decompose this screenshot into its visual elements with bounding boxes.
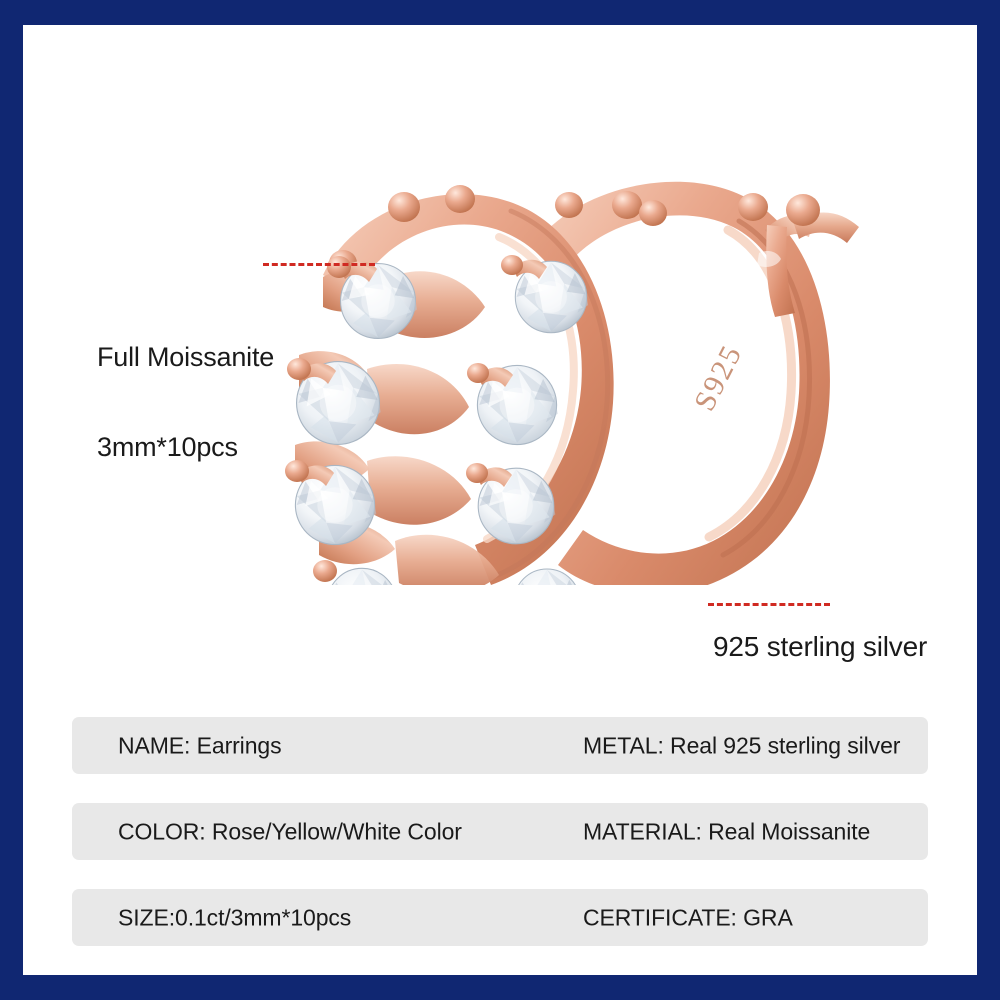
image-canvas: S925 bbox=[23, 25, 977, 975]
callout-moissanite-line2: 3mm*10pcs bbox=[97, 432, 238, 462]
gem-column-front bbox=[285, 256, 418, 585]
spec-name-label: NAME: Earrings bbox=[118, 732, 282, 758]
spec-color-label: COLOR: Rose/Yellow/White Color bbox=[118, 818, 462, 844]
hallmark-s925: S925 bbox=[688, 339, 749, 416]
spec-row-color-material: COLOR: Rose/Yellow/White Color MATERIAL:… bbox=[72, 803, 928, 860]
spec-row-size-certificate: SIZE:0.1ct/3mm*10pcs CERTIFICATE: GRA bbox=[72, 889, 928, 946]
spec-metal-label: METAL: Real 925 sterling silver bbox=[583, 732, 901, 758]
spec-certificate-label: CERTIFICATE: GRA bbox=[583, 904, 793, 930]
spec-size-label: SIZE:0.1ct/3mm*10pcs bbox=[118, 904, 352, 930]
clasp-hinge bbox=[738, 193, 859, 317]
callout-full-moissanite: Full Moissanite 3mm*10pcs bbox=[97, 282, 274, 522]
spec-row-name-metal: NAME: Earrings METAL: Real 925 sterling … bbox=[72, 717, 928, 774]
product-photo-earrings: S925 bbox=[23, 25, 977, 585]
callout-moissanite-line1: Full Moissanite bbox=[97, 342, 275, 372]
svg-text:S925: S925 bbox=[688, 339, 749, 416]
spec-material-label: MATERIAL: Real Moissanite bbox=[583, 818, 871, 844]
gem-column-back bbox=[466, 255, 589, 585]
leader-line-moissanite bbox=[263, 263, 375, 266]
specification-list: NAME: Earrings METAL: Real 925 sterling … bbox=[72, 717, 928, 946]
callout-925-sterling-silver: 925 sterling silver bbox=[713, 631, 928, 662]
leader-line-sterling-silver bbox=[708, 603, 830, 606]
